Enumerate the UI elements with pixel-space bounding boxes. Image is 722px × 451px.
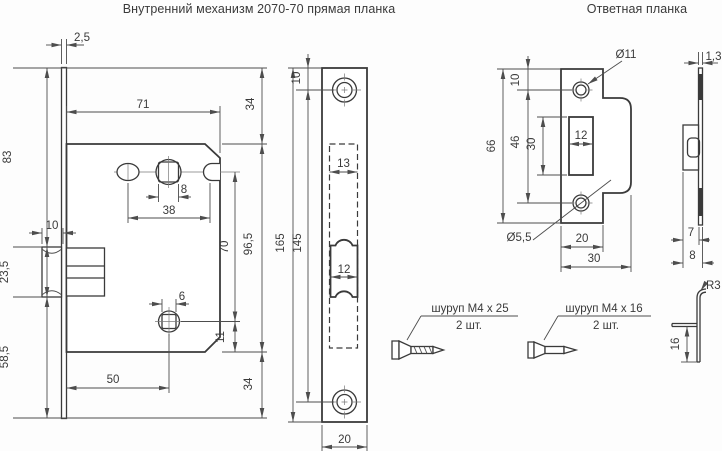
dim-edge-offset: 11 <box>215 331 227 343</box>
screw-short-shaft <box>544 345 565 355</box>
dim-bend-radius: R3 <box>706 280 721 292</box>
dim-faceplate-width: 20 <box>338 434 351 446</box>
screw-m4x16: шуруп M4 x 16 2 шт. <box>527 303 651 359</box>
dim-tab-length: 16 <box>670 338 682 351</box>
faceplate-view <box>321 67 368 423</box>
latch-housing <box>65 247 106 297</box>
dim-strike-screw-dia: Ø5,5 <box>507 232 532 244</box>
dim-faceplate-screw-offset: 10 <box>291 72 303 85</box>
strike-plate-view <box>532 60 632 241</box>
lock-mechanism-view <box>41 66 240 420</box>
tab-profile-inner <box>699 291 707 362</box>
dim-body-width: 71 <box>137 99 150 111</box>
edge-slot-hole <box>202 162 220 182</box>
dim-spindle-square: 8 <box>181 184 187 196</box>
dim-strike-width: 20 <box>576 233 589 245</box>
dim-strike-total-depth: 8 <box>689 250 695 262</box>
strike-plate-dimension-lines <box>497 56 632 272</box>
dim-lower-height: 58,5 <box>0 346 11 368</box>
hidden-body-outline <box>328 143 359 349</box>
dim-strike-screw-offset: 10 <box>510 74 522 87</box>
screw-short-tip <box>563 345 579 355</box>
screw-short-qty: 2 шт. <box>593 320 619 332</box>
strike-side-tab <box>682 124 700 171</box>
dim-strike-hole-dia: Ø11 <box>616 49 637 61</box>
screw-long-head <box>391 340 400 360</box>
dim-centers-distance: 70 <box>219 241 231 254</box>
latch-bolt <box>41 246 63 298</box>
strike-side-view: 1,3 7 8 <box>671 51 722 268</box>
dim-faceplate-slot-width: 13 <box>337 158 350 170</box>
dim-backset: 50 <box>107 374 120 386</box>
strike-tab-detail: R3 16 <box>670 280 721 363</box>
dim-strike-slot-height: 30 <box>526 138 538 151</box>
dim-faceplate-screw-spacing: 145 <box>292 233 304 252</box>
title-mechanism: Внутренний механизм 2070-70 прямая планк… <box>123 2 396 16</box>
lock-mechanism-dimension-lines <box>13 39 267 419</box>
dim-upper-height: 83 <box>2 151 14 164</box>
dim-strike-total-width: 30 <box>588 253 601 265</box>
faceplate-dimension-labels: 10 165 145 13 12 20 <box>275 72 351 446</box>
dim-body-height: 96,5 <box>243 233 255 255</box>
dim-latch-height: 23,5 <box>0 261 11 283</box>
dim-latch-width: 10 <box>46 220 59 232</box>
dim-top-margin: 34 <box>245 97 257 110</box>
dim-strike-tab-depth: 7 <box>688 227 694 239</box>
strike-plate-dimension-labels: Ø11 10 66 46 30 12 Ø5,5 20 30 <box>486 49 636 265</box>
tab-profile-outer <box>696 288 707 362</box>
screw-short-head <box>527 341 535 359</box>
screw-long-label: шуруп M4 x 25 <box>431 303 508 315</box>
strike-latch-opening <box>568 116 594 176</box>
dim-strike-thickness: 1,3 <box>706 51 722 63</box>
faceplate-dimension-lines <box>288 54 368 451</box>
dim-strike-screw-spacing: 46 <box>510 136 522 149</box>
dim-strike-slot-width: 12 <box>575 130 588 142</box>
screw-long-qty: 2 шт. <box>456 320 482 332</box>
screw-m4x25: шуруп M4 x 25 2 шт. <box>391 303 518 361</box>
dim-strike-height: 66 <box>486 140 498 153</box>
dim-hole-spacing: 38 <box>163 205 176 217</box>
dim-lock-square: 6 <box>179 291 185 303</box>
dim-faceplate-height: 165 <box>275 233 287 252</box>
screw-long-tip <box>432 345 446 355</box>
lock-mechanism-dimension-labels: 2,5 83 10 23,5 58,5 50 71 8 38 6 70 96,5… <box>0 32 257 390</box>
title-strike: Ответная планка <box>587 2 687 16</box>
dim-plate-thickness: 2,5 <box>74 32 90 44</box>
strike-plate-outline <box>560 68 632 224</box>
dim-faceplate-latch-width: 12 <box>338 264 351 276</box>
latch-bolt-front <box>329 238 359 298</box>
tab-profile-flange <box>671 322 697 328</box>
screw-short-label: шуруп M4 x 16 <box>565 303 642 315</box>
dim-bottom-margin: 34 <box>243 377 255 390</box>
